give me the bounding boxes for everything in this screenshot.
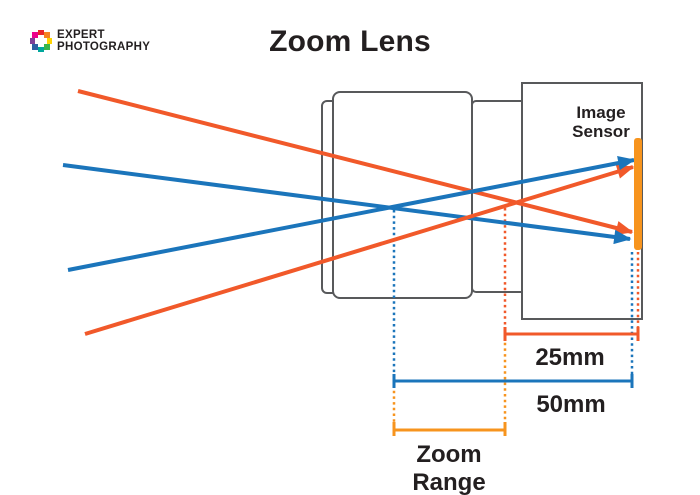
color-wheel-icon: [29, 29, 53, 53]
page-title: Zoom Lens: [269, 25, 431, 58]
logo-square: [38, 46, 44, 53]
image-sensor-label: Image Sensor: [555, 103, 647, 141]
image-sensor-label-line1: Image: [576, 103, 626, 122]
measure-50mm: [392, 374, 634, 388]
logo-square: [44, 32, 50, 38]
logo-square: [44, 44, 50, 50]
logo-square: [46, 38, 53, 44]
image-sensor-bar: [634, 138, 642, 250]
logo-square: [32, 32, 38, 38]
logo-square: [29, 38, 36, 44]
logo-wordmark: EXPERT PHOTOGRAPHY: [57, 29, 150, 53]
logo-word-line2: PHOTOGRAPHY: [57, 41, 151, 53]
label-25mm: 25mm: [535, 344, 605, 371]
logo-square: [32, 44, 38, 50]
logo-square: [38, 29, 44, 36]
label-zoom-range: Zoom Range: [412, 441, 486, 495]
orange-ray-lower: [84, 164, 635, 336]
measure-25mm: [503, 327, 640, 341]
orange-ray-upper: [77, 89, 634, 236]
image-sensor-label-line2: Sensor: [572, 122, 630, 141]
label-50mm: 50mm: [536, 391, 606, 418]
blue-ray-upper: [62, 163, 632, 245]
blue-ray-lower: [67, 155, 636, 272]
logo-word-line1: EXPERT: [57, 29, 105, 41]
measure-zoom-range: [392, 422, 507, 436]
expert-photography-logo: EXPERT PHOTOGRAPHY: [29, 29, 150, 53]
